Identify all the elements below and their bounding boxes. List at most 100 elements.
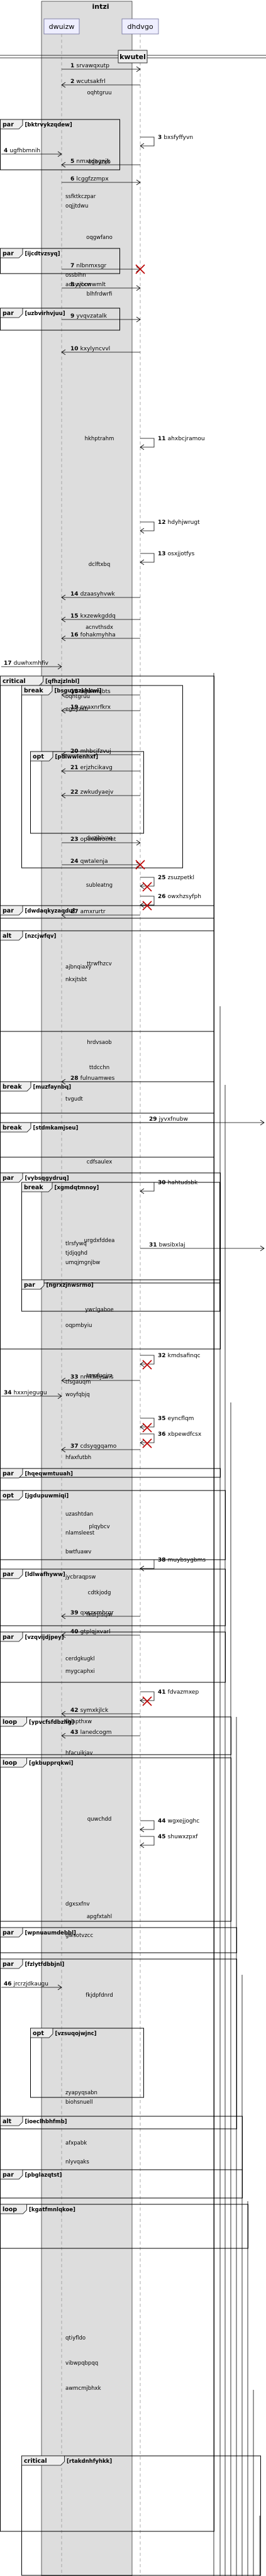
message-11: 11 ahxbcjramou: [140, 436, 205, 450]
note-text: dgxsxfnv: [65, 1901, 90, 1907]
fragment-keyword: opt: [3, 1492, 14, 1499]
note-text: ssfktkczpar: [65, 194, 96, 200]
fragment-break: break[xgmdqtmnoy]: [21, 1182, 220, 1284]
section-label: hkhptrahm: [85, 436, 114, 442]
fragment-keyword-tab: [0, 1958, 23, 1969]
section-label: blhfrdwrfi: [87, 291, 113, 297]
fragment-frame: [0, 308, 120, 331]
fragment-keyword-tab: [21, 685, 53, 696]
fragment-par: par[vybsqgydruq]: [0, 1172, 221, 1350]
note-text: awmcmjbhxk: [65, 2385, 101, 2392]
message-14: 14 dzaasyhvwk: [61, 591, 140, 601]
fragment-guard: [ypvcfsfdbzhg]: [29, 1719, 74, 1726]
note-text: nlamsleest: [65, 1530, 95, 1536]
fragment-keyword-tab: [0, 1631, 23, 1642]
message-20: 20 mhbcjfzvuj: [61, 748, 140, 758]
fragment-keyword: par: [3, 1961, 14, 1968]
arrow-head: [260, 1119, 265, 1126]
fragment-frame: [0, 1568, 226, 1626]
note-text: afxpabk: [65, 2140, 87, 2146]
destroy-marker: [135, 264, 145, 274]
arrow-head: [140, 1842, 145, 1848]
section-label: apgfxtahl: [87, 1914, 112, 1920]
fragment-keyword-tab: [0, 1172, 23, 1183]
arrow-head: [140, 444, 145, 450]
fragment-keyword: break: [3, 1084, 22, 1091]
section-label: hrdvsaob: [87, 1040, 111, 1046]
message-self-arrow: [140, 438, 155, 448]
fragment-break: break[stdmkamjseu]: [0, 1122, 214, 1158]
section-label: dclftxbq: [89, 562, 110, 568]
arrow-head: [140, 883, 145, 889]
fragment-opt: opt[vzsuqojwjnc]: [30, 2028, 144, 2098]
message-self-arrow: [140, 553, 155, 563]
arrow-head: [61, 635, 66, 641]
arrow-head: [136, 285, 141, 291]
fragment-guard: [hqeqwmtuuah]: [25, 1471, 74, 1477]
fragment-guard: [vzqvijdjpey]: [25, 1635, 64, 1641]
fragment-guard: [bktrvykzqdew]: [25, 122, 72, 128]
fragment-keyword-tab: [0, 1122, 31, 1133]
message-self-arrow: [140, 521, 155, 531]
message-42: 42 symxkjlck: [61, 1707, 140, 1717]
fragment-guard: [nzcjwfqv]: [25, 933, 57, 940]
message-label: 2 wcutsakfrl: [70, 79, 106, 85]
arrow-head: [140, 1188, 145, 1194]
message-1: 1 srvawqxutp: [62, 63, 141, 72]
message-45: 45 shuwxzpxf: [140, 1834, 198, 1848]
section-label: ttdcchn: [89, 1065, 109, 1071]
arrow-head: [61, 162, 66, 168]
message-label: 20 mhbcjfzvuj: [70, 748, 111, 755]
message-label: 21 erjzhcikavg: [70, 765, 113, 771]
arrow-head: [260, 1245, 265, 1252]
section-label: ttrwfhzcv: [87, 961, 112, 967]
fragment-opt: opt [jgdupuwmiqi]: [0, 1490, 226, 1560]
message-label: 12 hdyhjwrugt: [158, 519, 200, 526]
fragment-frame: [21, 1182, 220, 1284]
fragment-par: par[pbglazqtst]: [0, 2169, 243, 2199]
message-24: 24 qwtalenja: [62, 858, 145, 870]
fragment-keyword-tab: [0, 1081, 31, 1092]
fragment-keyword: loop: [3, 2206, 17, 2213]
fragment-loop: loop[kgatfmnlqkoe]: [0, 2204, 248, 2249]
fragment-frame: [0, 2204, 248, 2249]
fragment-loop: loop[ypvcfsfdbzhg]: [0, 1716, 231, 1755]
fragment-break: break[bsguyszkhkwl]: [21, 685, 183, 869]
section-label: cdfsaulex: [87, 1159, 113, 1165]
arrow-head: [140, 528, 145, 534]
arrow-head: [57, 1984, 62, 1990]
arrow-head: [136, 840, 141, 846]
fragment-guard: [jgdupuwmiqi]: [25, 1493, 69, 1499]
fragment-guard: [gkbupprqkwi]: [29, 1760, 74, 1767]
fragment-frame: [0, 1122, 214, 1158]
message-27: 27 amxrurtr: [61, 909, 140, 918]
message-label: 22 zwkudyaejv: [70, 789, 114, 796]
fragment-keyword: loop: [3, 1760, 17, 1767]
arrow-head: [61, 1613, 66, 1619]
message-label: 40 gtplqjxvarl: [70, 1629, 111, 1635]
arrow-head: [61, 1733, 66, 1739]
fragment-keyword: break: [24, 687, 43, 694]
message-label: 16 fohakmyhha: [70, 632, 116, 638]
note-text: adsyvbnn: [65, 282, 91, 288]
fragment-guard: [pdlwwlenhxf]: [55, 754, 99, 760]
fragment-frame: [0, 1490, 226, 1560]
fragment-par: par[ldlwafhyww]: [0, 1568, 226, 1626]
note-text: ossbihn: [65, 272, 86, 279]
fragment-right-edges: [213, 673, 260, 2576]
fragment-break: break[muzfaynbq]: [0, 1081, 214, 1114]
message-label: 8 zjccwwmlt: [70, 282, 106, 288]
destroy-marker: [142, 1696, 152, 1706]
arrow-head: [61, 594, 66, 601]
fragment-loop: loop [gkbupprqkwi]: [0, 1757, 231, 1922]
message-label: 43 lanedcogm: [70, 1729, 112, 1736]
note-text: egbyzxb: [65, 706, 88, 713]
section-label: dvqjhivaq: [86, 835, 113, 841]
divider-label-box: [118, 50, 148, 64]
fragment-par: par[fzlytfdbbjnl]: [0, 1958, 237, 2129]
fragment-guard: [wpnuaumdebbl]: [25, 1930, 77, 1936]
fragment-keyword: par: [3, 121, 14, 128]
message-label: 11 ahxbcjramou: [158, 436, 205, 442]
note-text: nkxjtsbt: [65, 977, 87, 983]
